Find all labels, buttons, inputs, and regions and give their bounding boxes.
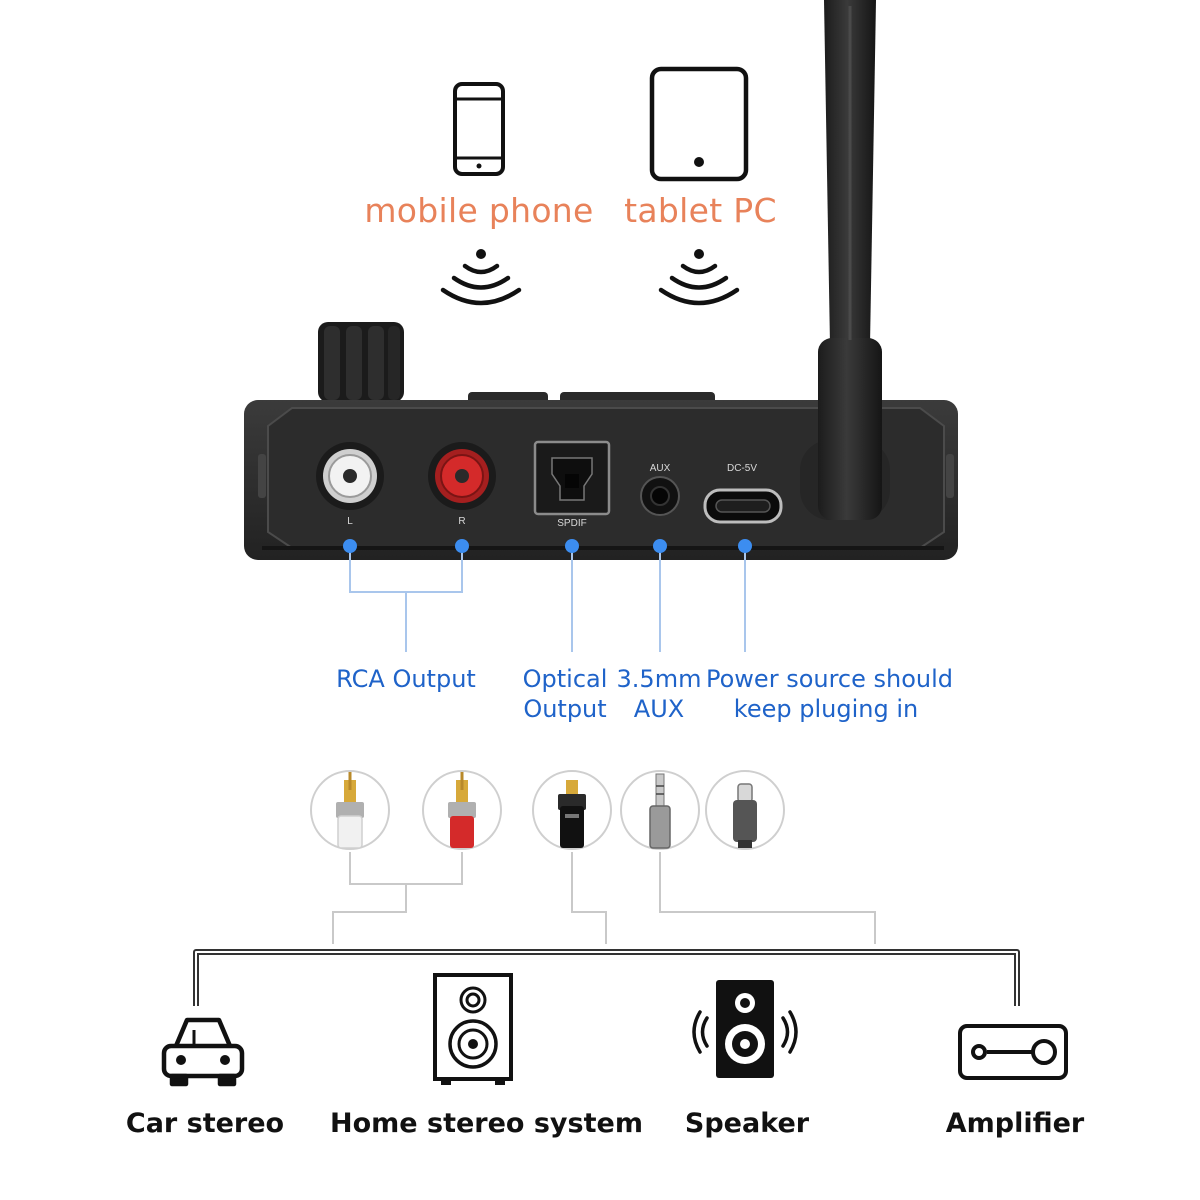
- rca-right-jack: [428, 442, 496, 510]
- source-label-tablet-pc: tablet PC: [624, 191, 777, 230]
- optical-toslink-plug-icon: [532, 770, 612, 850]
- car-icon: [161, 1017, 245, 1087]
- destination-label-amplifier: Amplifier: [945, 1108, 1085, 1139]
- port-label-aux-line2: AUX: [633, 695, 685, 723]
- port-label-optical-line1: Optical: [522, 665, 608, 693]
- rca-white-plug-icon: [310, 770, 390, 850]
- antenna: [818, 0, 882, 520]
- port-mark-spdif: SPDIF: [557, 518, 587, 529]
- port-label-rca-output: RCA Output: [336, 665, 476, 693]
- optical-spdif-port: [533, 440, 611, 516]
- volume-knob: [318, 322, 404, 402]
- home-stereo-icon: [433, 973, 513, 1085]
- port-mark-left: L: [347, 516, 353, 527]
- port-label-power-line2: keep pluging in: [733, 695, 919, 723]
- aux-35mm-plug-icon: [620, 770, 700, 850]
- tablet-icon: [649, 66, 749, 182]
- destination-bracket: [193, 949, 1020, 1006]
- port-connector-lines: [349, 546, 746, 652]
- device-connector-lines: [332, 852, 876, 944]
- amplifier-icon: [958, 1024, 1068, 1080]
- indicator-dot-rca-right: [455, 539, 469, 553]
- indicator-dot-aux: [653, 539, 667, 553]
- indicator-dot-rca-left: [343, 539, 357, 553]
- port-label-aux-line1: 3.5mm: [616, 665, 702, 693]
- wireless-signal-icon: [658, 249, 740, 306]
- port-mark-dc5v: DC-5V: [726, 463, 757, 474]
- port-label-optical-line2: Output: [523, 695, 607, 723]
- usb-c-plug-icon: [705, 770, 785, 850]
- port-indicator-dots: [343, 539, 752, 553]
- speaker-icon: [692, 980, 798, 1078]
- indicator-dot-optical: [565, 539, 579, 553]
- transmitter-device: [244, 322, 958, 560]
- port-mark-aux: AUX: [649, 463, 671, 474]
- indicator-dot-power: [738, 539, 752, 553]
- aux-jack: [640, 476, 680, 516]
- port-label-power-line1: Power source should: [706, 665, 954, 693]
- source-label-mobile-phone: mobile phone: [364, 191, 594, 230]
- port-mark-right: R: [458, 516, 466, 527]
- usb-c-power-port: [703, 488, 783, 524]
- destination-label-home-stereo: Home stereo system: [330, 1108, 643, 1139]
- wireless-signal-icon: [440, 249, 522, 306]
- destination-label-speaker: Speaker: [684, 1108, 810, 1139]
- rca-left-jack: [316, 442, 384, 510]
- rca-red-plug-icon: [422, 770, 502, 850]
- smartphone-icon: [453, 82, 505, 176]
- destination-label-car-stereo: Car stereo: [125, 1108, 285, 1139]
